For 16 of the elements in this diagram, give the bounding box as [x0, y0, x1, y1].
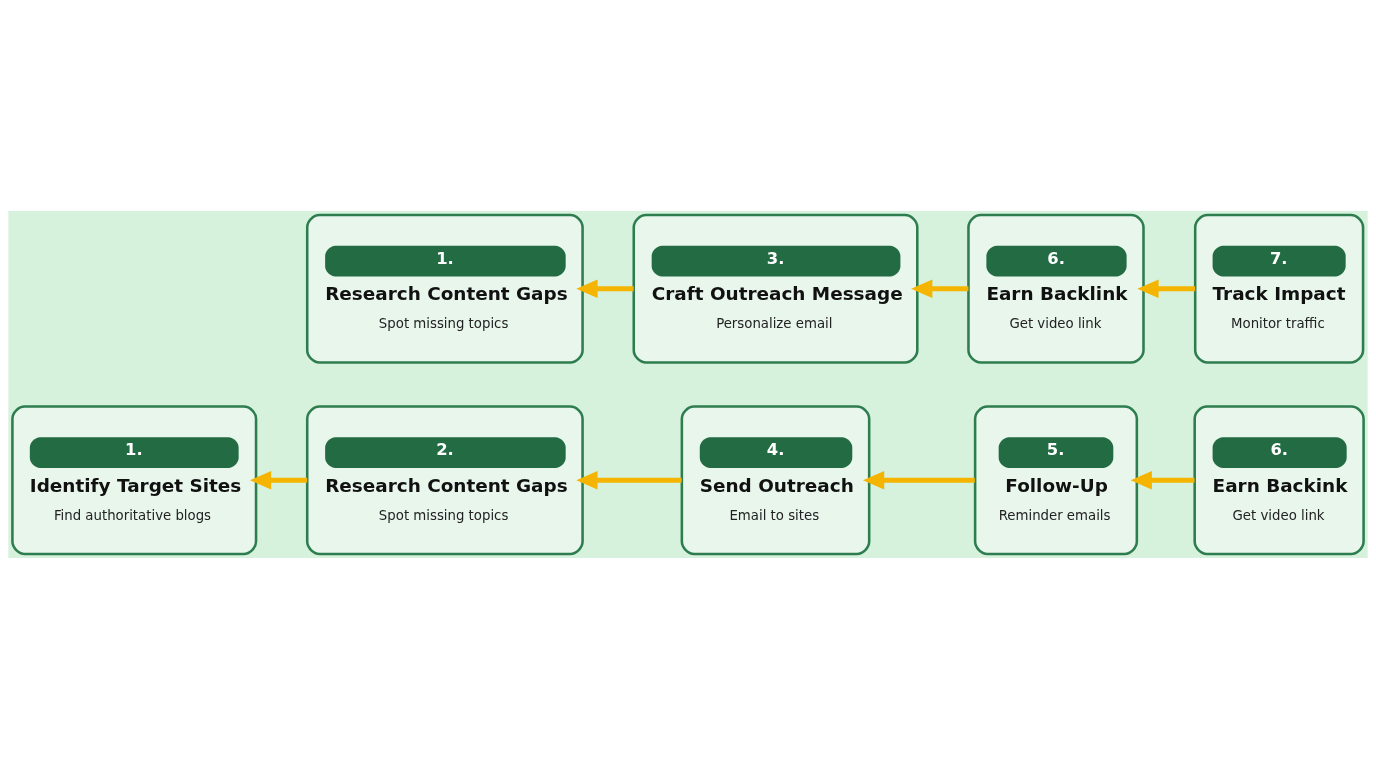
arrow: [576, 470, 682, 489]
node-box: 1. Research Content Gaps Spot missing topics: [305, 213, 584, 364]
node-box: 4. Send Outreach Email to sites: [680, 404, 871, 555]
arrow: [576, 279, 634, 298]
node-box: 6. Earn Backlink Get video link: [967, 213, 1145, 364]
arrow: [1137, 279, 1196, 298]
arrow: [863, 470, 975, 489]
arrow: [1130, 470, 1195, 489]
node-box: 2. Research Content Gaps Spot missing topics: [305, 404, 584, 555]
node-box: 5. Follow-Up Reminder emails: [973, 404, 1139, 555]
node-box: 3. Craft Outreach Message Personalize email: [632, 213, 919, 364]
node-box: 6. Earn Backink Get video link: [1193, 404, 1365, 555]
arrow: [911, 279, 969, 298]
arrow: [249, 470, 308, 489]
node-box: 1. Identify Target Sites Find authoritative blogs: [11, 404, 258, 555]
node-box: 7. Track Impact Monitor traffic: [1193, 213, 1365, 364]
